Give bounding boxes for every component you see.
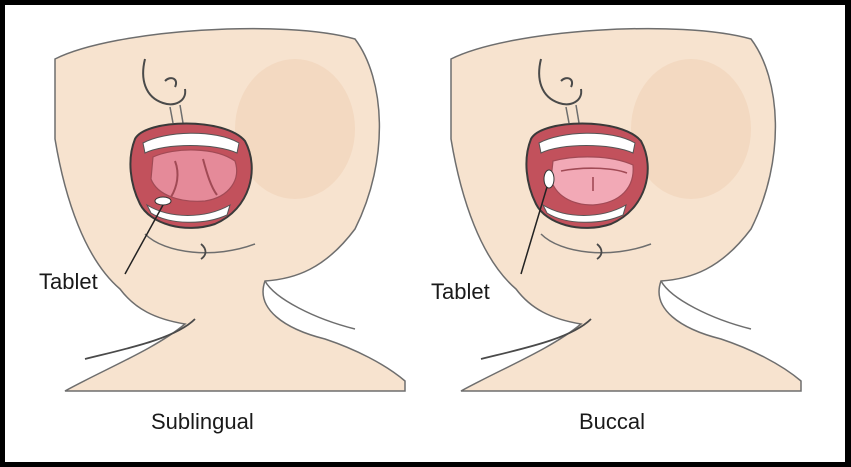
buccal-face-illustration — [421, 19, 811, 409]
buccal-panel: Tablet Buccal — [421, 19, 811, 409]
tablet-label: Tablet — [431, 279, 490, 305]
sublingual-face-illustration — [25, 19, 415, 409]
tablet-pill — [155, 197, 171, 205]
cheek-shadow — [631, 59, 751, 199]
sublingual-panel: Tablet Sublingual — [25, 19, 415, 409]
caption-sublingual: Sublingual — [151, 409, 254, 435]
cheek-shadow — [235, 59, 355, 199]
caption-buccal: Buccal — [579, 409, 645, 435]
tongue — [151, 150, 237, 201]
tablet-label: Tablet — [39, 269, 98, 295]
tablet-pill — [544, 170, 554, 188]
